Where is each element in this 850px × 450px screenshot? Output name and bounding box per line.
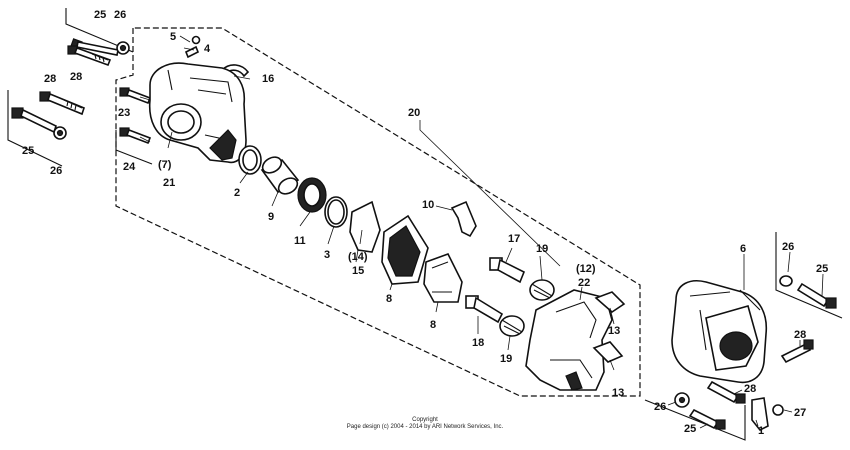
piston [260,156,300,195]
callout-1: 1 [758,425,764,437]
bracket-top-left [65,8,134,53]
bolt-24 [119,127,152,145]
leader-lines [139,35,824,429]
bracket-left [7,90,63,167]
callout-16: 16 [262,73,274,85]
brake-pad-upper [381,214,429,285]
bolt-25-bottom [688,408,726,430]
bolt-25-top [70,38,130,56]
callout-10: 10 [422,199,434,211]
callout-3: 3 [324,249,330,261]
callout-8-upper: 8 [386,293,392,305]
callout-17: 17 [508,233,520,245]
caliper-body [148,62,247,164]
callout-13-lower: 13 [612,387,624,399]
callout-8-lower: 8 [430,319,436,331]
boot-lower [499,315,525,337]
pad-shim [349,200,381,253]
bracket-right [775,232,843,319]
callout-6: 6 [740,243,746,255]
callout-14: (14) [348,251,368,263]
bolt-23 [119,87,152,105]
callout-5: 5 [170,31,176,43]
callout-7: (7) [158,159,172,171]
bolt-25-left [11,107,67,140]
callout-23: 23 [118,107,130,119]
caliper-assembly-right [671,280,768,384]
bracket-1 [751,397,769,432]
callout-19-upper: 19 [536,243,548,255]
callout-26-left: 26 [50,165,62,177]
piston-seal [238,145,262,175]
bolt-25-right [796,282,837,309]
bolt-28-right [780,339,814,364]
callout-25-left: 25 [22,145,34,157]
pad-spring [450,200,477,238]
callout-26-bottom: 26 [654,401,666,413]
callout-21: 21 [163,177,175,189]
bolt-28-left [39,91,85,116]
callout-25-bottom: 25 [684,423,696,435]
callout-25-top: 25 [94,9,106,21]
brake-pad-lower [423,253,463,303]
bracket-bottom-right [644,399,746,441]
callout-20: 20 [408,107,420,119]
callout-18: 18 [472,337,484,349]
washer-26-bottom [674,392,690,408]
callout-9: 9 [268,211,274,223]
bolt-28-top [67,45,112,67]
bleeder-27 [772,404,784,416]
callout-22: 22 [578,277,590,289]
callout-28-right: 28 [794,329,806,341]
callout-26-right: 26 [782,241,794,253]
boot-upper [529,279,555,301]
callout-4: 4 [204,43,211,55]
callout-28-top: 28 [70,71,82,83]
pad-retainer-upper [594,291,626,314]
copyright-notice: Page design (c) 2004 - 2014 by ARI Netwo… [347,424,504,430]
bracket-left-inner [115,130,153,165]
caliper-bracket [525,289,613,391]
callout-19-lower: 19 [500,353,512,365]
pad-retainer-lower [592,341,624,363]
callout-2: 2 [234,187,240,199]
bleeder-screw [184,35,201,59]
washer-26-right [779,275,793,287]
pin-bolt [489,257,526,284]
callout-13-upper: 13 [608,325,620,337]
callout-24: 24 [123,161,136,173]
callout-15: 15 [352,265,364,277]
bolt-28-bottom [706,380,746,404]
callout-28-left: 28 [44,73,56,85]
callout-25-right: 25 [816,263,828,275]
callout-11: 11 [294,235,306,247]
callout-26-top: 26 [114,9,126,21]
callout-27: 27 [794,407,806,419]
set-ring [324,196,348,228]
callout-12: (12) [576,263,596,275]
copyright-title: Copyright [412,417,438,423]
pin-18 [465,295,504,324]
callout-28-bottom: 28 [744,383,756,395]
dust-boot [297,177,327,213]
